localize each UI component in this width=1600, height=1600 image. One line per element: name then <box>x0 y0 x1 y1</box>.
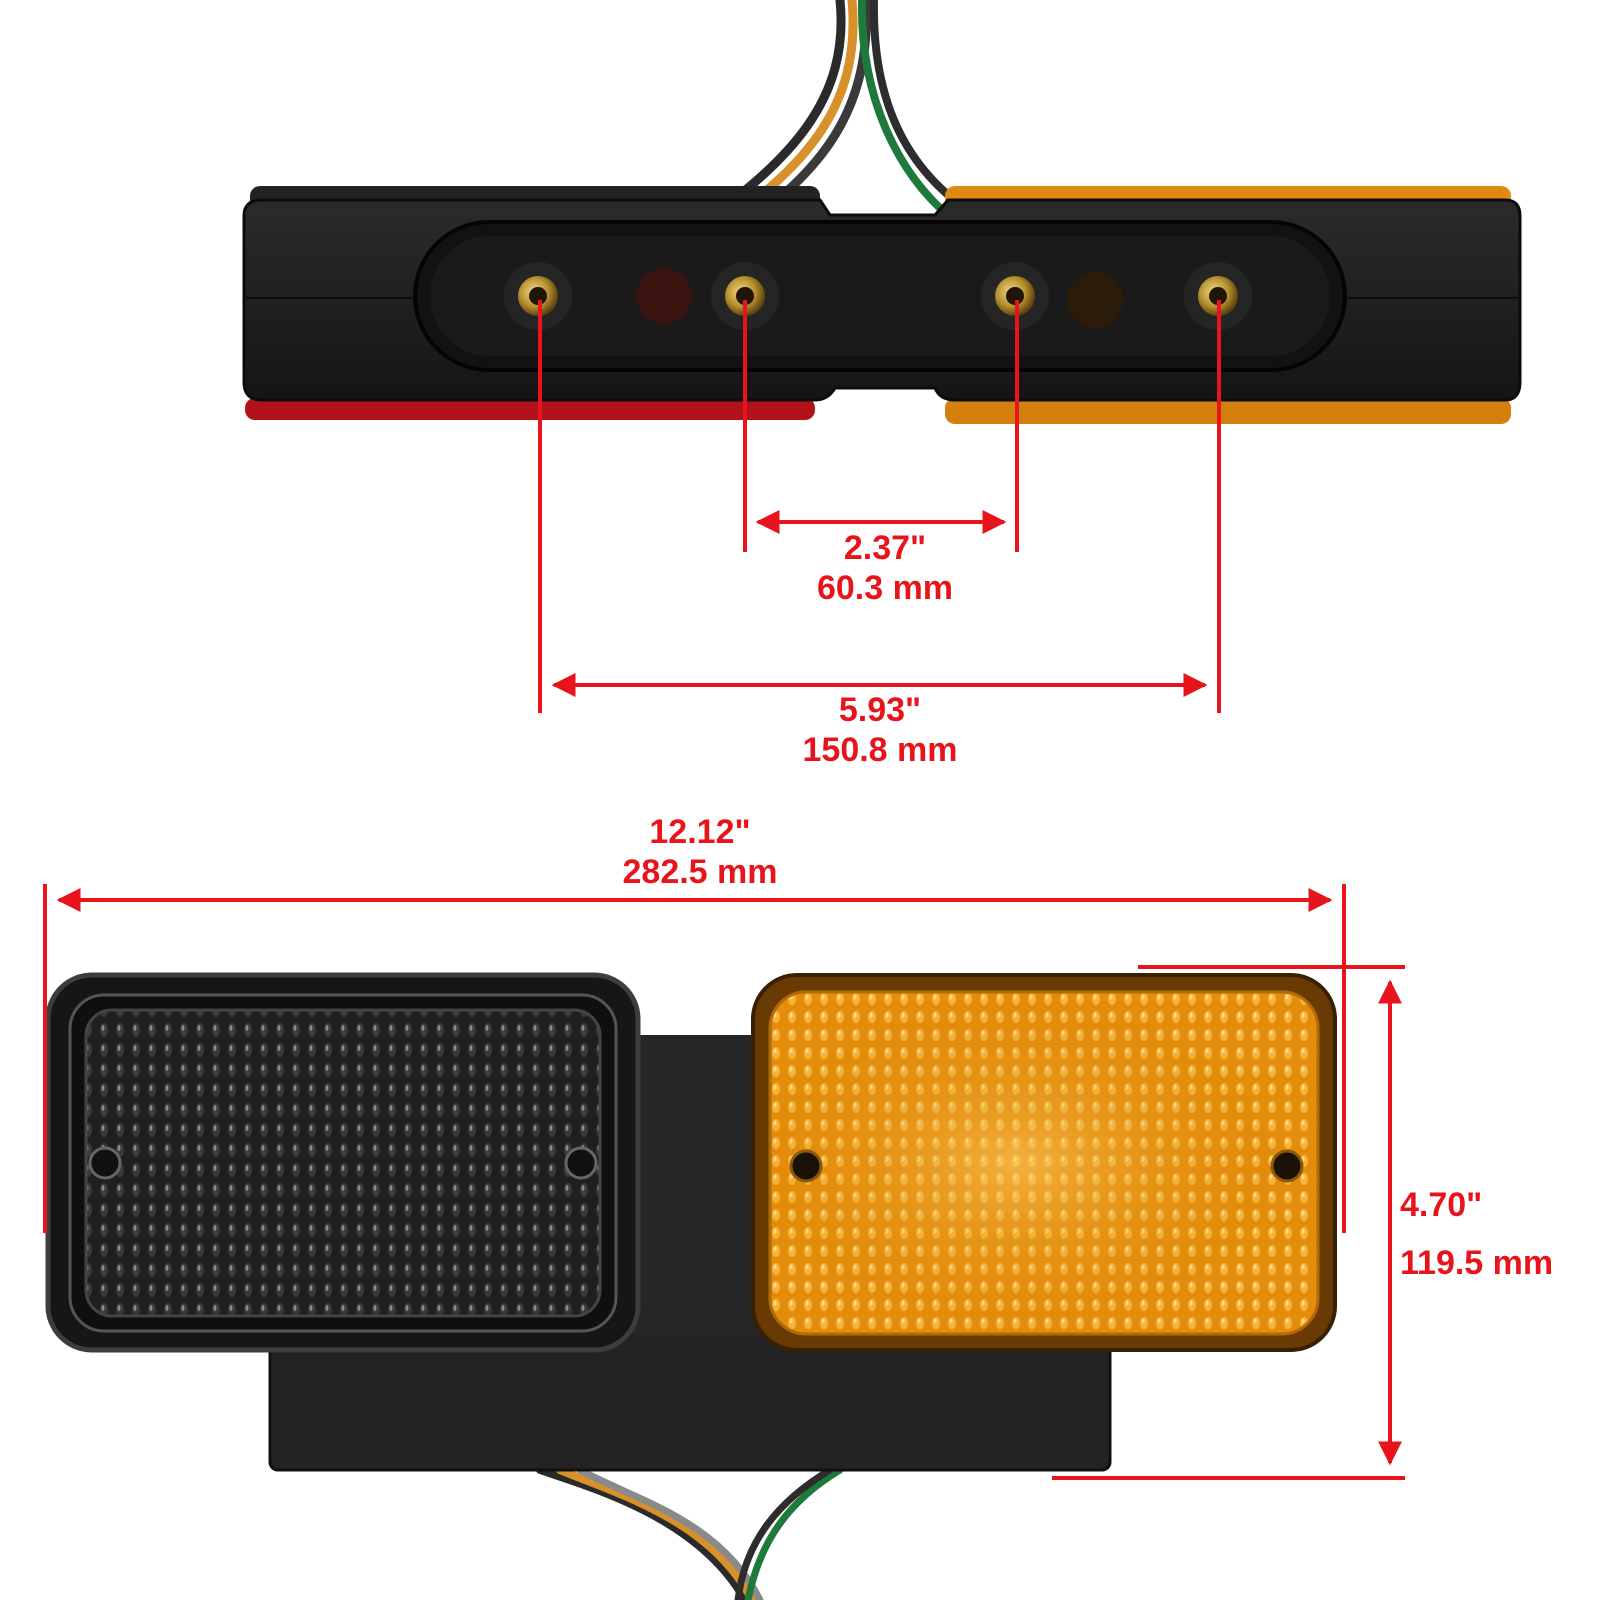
amber-lens-edge-bottom <box>945 398 1511 424</box>
smoked-lamp <box>45 972 641 1353</box>
overall-height-inches-label: 4.70" <box>1400 1185 1500 1225</box>
stud-outer-mm: 150.8 mm <box>802 731 958 769</box>
mounting-stud-1 <box>504 262 572 330</box>
amber-lens-screw-left <box>789 1149 823 1183</box>
stud-outer-dimension-label: 5.93" 150.8 mm <box>765 690 995 770</box>
overall-height-mm: 119.5 mm <box>1400 1244 1554 1282</box>
amber-lamp <box>751 973 1337 1352</box>
stud-outer-inches: 5.93" <box>838 691 922 729</box>
smoked-lens-screw-left <box>88 1146 122 1180</box>
front-dimension-lines <box>43 884 1405 1480</box>
bottom-wires <box>536 1466 844 1600</box>
mounting-stud-2 <box>711 262 779 330</box>
red-lens-edge-bottom <box>245 398 815 420</box>
smoked-lens <box>86 1010 600 1316</box>
front-view-light <box>45 972 1337 1600</box>
mounting-stud-4 <box>1184 262 1252 330</box>
rear-view-light <box>242 0 1522 424</box>
rear-dimension-lines <box>538 300 1221 713</box>
overall-height-inches: 4.70" <box>1400 1186 1483 1224</box>
overall-width-mm: 282.5 mm <box>622 853 778 891</box>
stud-inner-dimension-label: 2.37" 60.3 mm <box>790 528 980 608</box>
overall-width-dimension-label: 12.12" 282.5 mm <box>585 812 815 892</box>
overall-width-inches: 12.12" <box>649 813 751 851</box>
overall-height-mm-label: 119.5 mm <box>1400 1243 1590 1283</box>
mounting-stud-3 <box>981 262 1049 330</box>
stud-inner-mm: 60.3 mm <box>816 569 954 607</box>
amber-lens-screw-right <box>1270 1149 1304 1183</box>
stud-inner-inches: 2.37" <box>843 529 927 567</box>
smoked-lens-screw-right <box>564 1146 598 1180</box>
